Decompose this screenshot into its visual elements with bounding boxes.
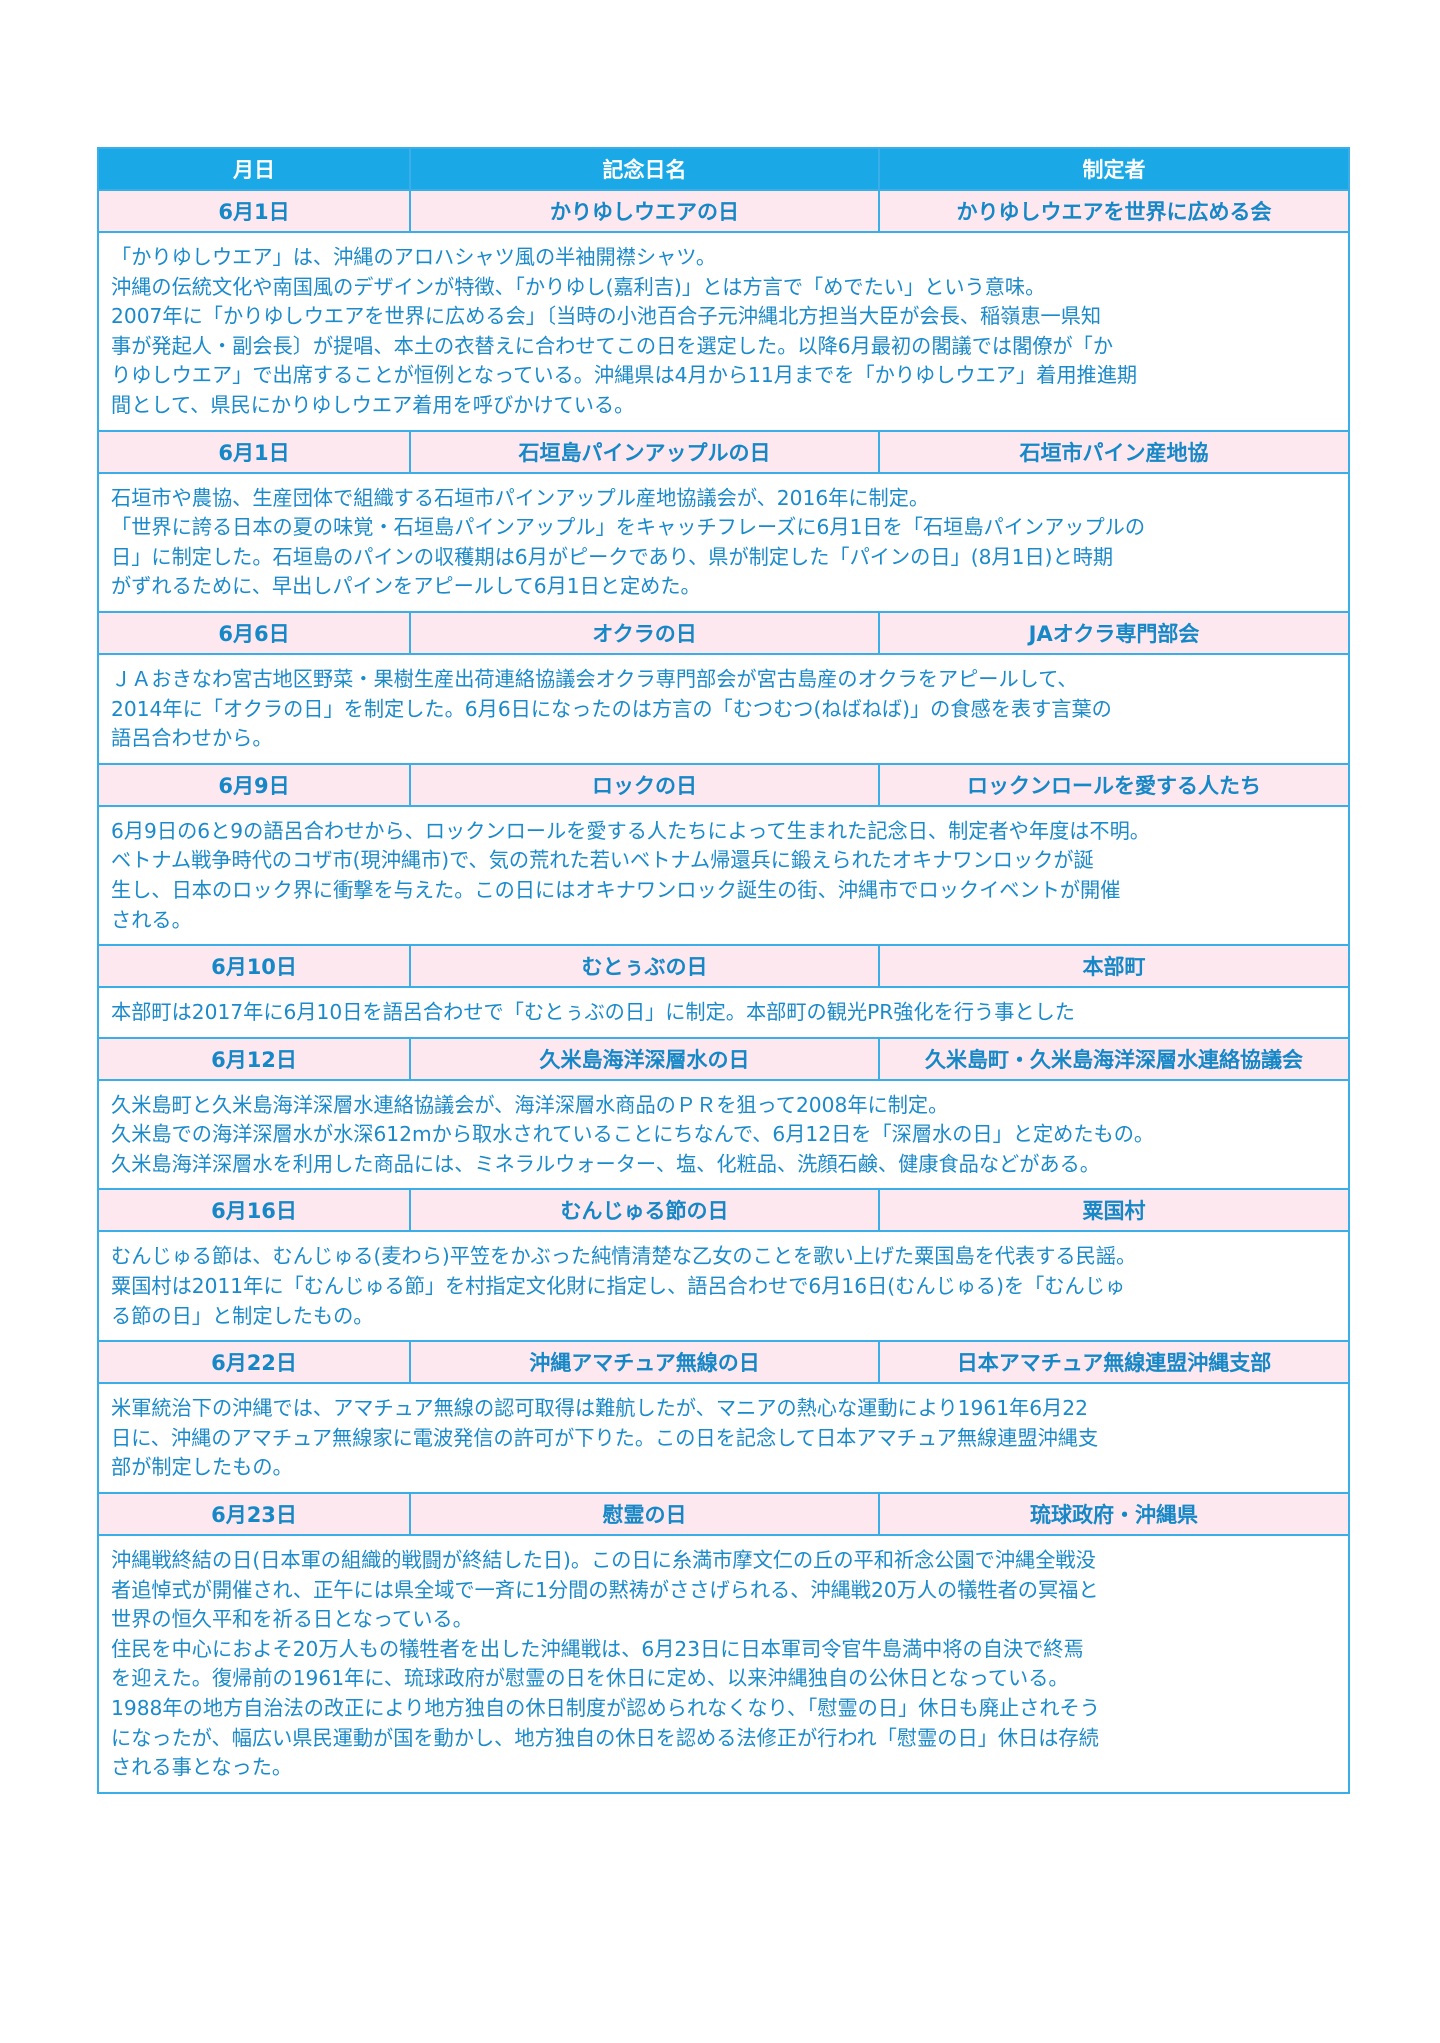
entry-name: オクラの日 bbox=[409, 610, 880, 655]
entry-description-row: 沖縄戦終結の日(日本軍の組織的戦闘が終結した日)。この日に糸満市摩文仁の丘の平和… bbox=[97, 1534, 1350, 1794]
entry-name: むんじゅる節の日 bbox=[409, 1188, 880, 1233]
entry-founder: ロックンロールを愛する人たち bbox=[878, 762, 1350, 807]
description-line: 粟国村は2011年に「むんじゅる節」を村指定文化財に指定し、語呂合わせで6月16… bbox=[111, 1274, 1126, 1299]
entry-name: ロックの日 bbox=[409, 762, 880, 807]
entry-header-row: 6月1日かりゆしウエアの日かりゆしウエアを世界に広める会 bbox=[97, 189, 1350, 233]
description-line: ベトナム戦争時代のコザ市(現沖縄市)で、気の荒れた若いベトナム帰還兵に鍛えられた… bbox=[111, 848, 1094, 873]
description-line: 2014年に「オクラの日」を制定した。6月6日になったのは方言の「むつむつ(ねば… bbox=[111, 696, 1112, 721]
description-line: される。 bbox=[111, 907, 192, 932]
entry-name: 沖縄アマチュア無線の日 bbox=[409, 1340, 880, 1385]
header-founder: 制定者 bbox=[878, 147, 1350, 191]
description-line: になったが、幅広い県民運動が国を動かし、地方独自の休日を認める法修正が行われ「慰… bbox=[111, 1725, 1099, 1750]
description-line: 6月9日の6と9の語呂合わせから、ロックンロールを愛する人たちによって生まれた記… bbox=[111, 818, 1150, 843]
entry-description: 本部町は2017年に6月10日を語呂合わせで「むとぅぶの日」に制定。本部町の観光… bbox=[97, 986, 1350, 1039]
header-name: 記念日名 bbox=[409, 147, 880, 191]
entry-description: 石垣市や農協、生産団体で組織する石垣市パインアップル産地協議会が、2016年に制… bbox=[97, 471, 1350, 613]
entry-header-row: 6月9日ロックの日ロックンロールを愛する人たち bbox=[97, 762, 1350, 807]
entry-description-row: ＪＡおきなわ宮古地区野菜・果樹生産出荷連絡協議会オクラ専門部会が宮古島産のオクラ… bbox=[97, 652, 1350, 765]
description-line: 沖縄戦終結の日(日本軍の組織的戦闘が終結した日)。この日に糸満市摩文仁の丘の平和… bbox=[111, 1548, 1096, 1573]
entry-name: 久米島海洋深層水の日 bbox=[409, 1036, 880, 1081]
entry-name: 慰霊の日 bbox=[409, 1492, 880, 1537]
entry-date: 6月23日 bbox=[97, 1492, 411, 1537]
description-line: を迎えた。復帰前の1961年に、琉球政府が慰霊の日を休日に定め、以来沖縄独自の公… bbox=[111, 1666, 1069, 1691]
entry-description: 久米島町と久米島海洋深層水連絡協議会が、海洋深層水商品のＰＲを狙って2008年に… bbox=[97, 1078, 1350, 1191]
memorial-days-table-wrap: 月日 記念日名 制定者 6月1日かりゆしウエアの日かりゆしウエアを世界に広める会… bbox=[97, 147, 1350, 1794]
entry-description-row: むんじゅる節は、むんじゅる(麦わら)平笠をかぶった純情清楚な乙女のことを歌い上げ… bbox=[97, 1230, 1350, 1343]
entry-founder: JAオクラ専門部会 bbox=[878, 610, 1350, 655]
description-line: むんじゅる節は、むんじゅる(麦わら)平笠をかぶった純情清楚な乙女のことを歌い上げ… bbox=[111, 1244, 1137, 1269]
description-line: 本部町は2017年に6月10日を語呂合わせで「むとぅぶの日」に制定。本部町の観光… bbox=[111, 1000, 1075, 1025]
description-line: 語呂合わせから。 bbox=[111, 726, 273, 751]
entry-description-row: 6月9日の6と9の語呂合わせから、ロックンロールを愛する人たちによって生まれた記… bbox=[97, 804, 1350, 947]
entry-date: 6月16日 bbox=[97, 1188, 411, 1233]
entry-founder: 久米島町・久米島海洋深層水連絡協議会 bbox=[878, 1036, 1350, 1081]
description-line: 「世界に誇る日本の夏の味覚・石垣島パインアップル」をキャッチフレーズに6月1日を… bbox=[111, 515, 1146, 540]
description-line: 久米島での海洋深層水が水深612mから取水されていることにちなんで、6月12日を… bbox=[111, 1122, 1155, 1147]
description-line: りゆしウエア」で出席することが恒例となっている。沖縄県は4月から11月までを「か… bbox=[111, 363, 1138, 388]
entry-founder: 粟国村 bbox=[878, 1188, 1350, 1233]
description-line: 沖縄の伝統文化や南国風のデザインが特徴、「かりゆし(嘉利吉)」とは方言で「めでた… bbox=[111, 274, 1046, 299]
description-line: 日に、沖縄のアマチュア無線家に電波発信の許可が下りた。この日を記念して日本アマチ… bbox=[111, 1425, 1099, 1450]
entry-date: 6月9日 bbox=[97, 762, 411, 807]
entry-header-row: 6月23日慰霊の日琉球政府・沖縄県 bbox=[97, 1492, 1350, 1537]
entry-description: 6月9日の6と9の語呂合わせから、ロックンロールを愛する人たちによって生まれた記… bbox=[97, 804, 1350, 947]
description-line: 久米島海洋深層水を利用した商品には、ミネラルウォーター、塩、化粧品、洗顔石鹸、健… bbox=[111, 1151, 1100, 1176]
description-line: 者追悼式が開催され、正午には県全域で一斉に1分間の黙祷がささげられる、沖縄戦20… bbox=[111, 1577, 1099, 1602]
description-line: される事となった。 bbox=[111, 1755, 293, 1780]
entry-description-row: 久米島町と久米島海洋深層水連絡協議会が、海洋深層水商品のＰＲを狙って2008年に… bbox=[97, 1078, 1350, 1191]
description-line: 「かりゆしウエア」は、沖縄のアロハシャツ風の半袖開襟シャツ。 bbox=[111, 245, 717, 269]
entry-description-row: 石垣市や農協、生産団体で組織する石垣市パインアップル産地協議会が、2016年に制… bbox=[97, 471, 1350, 613]
entry-header-row: 6月1日石垣島パインアップルの日石垣市パイン産地協 bbox=[97, 429, 1350, 474]
entry-description-row: 「かりゆしウエア」は、沖縄のアロハシャツ風の半袖開襟シャツ。沖縄の伝統文化や南国… bbox=[97, 231, 1350, 432]
entry-description: ＪＡおきなわ宮古地区野菜・果樹生産出荷連絡協議会オクラ専門部会が宮古島産のオクラ… bbox=[97, 652, 1350, 765]
entry-founder: 本部町 bbox=[878, 944, 1350, 989]
table-body: 6月1日かりゆしウエアの日かりゆしウエアを世界に広める会「かりゆしウエア」は、沖… bbox=[97, 189, 1350, 1794]
description-line: る節の日」と制定したもの。 bbox=[111, 1303, 374, 1328]
entry-date: 6月22日 bbox=[97, 1340, 411, 1385]
entry-founder: 石垣市パイン産地協 bbox=[878, 429, 1350, 474]
description-line: 1988年の地方自治法の改正により地方独自の休日制度が認められなくなり、「慰霊の… bbox=[111, 1696, 1100, 1720]
entry-description: 米軍統治下の沖縄では、アマチュア無線の認可取得は難航したが、マニアの熱心な運動に… bbox=[97, 1382, 1350, 1495]
entry-header-row: 6月16日むんじゅる節の日粟国村 bbox=[97, 1188, 1350, 1233]
description-line: 2007年に「かりゆしウエアを世界に広める会」〔当時の小池百合子元沖縄北方担当大… bbox=[111, 304, 1102, 329]
entry-description-row: 本部町は2017年に6月10日を語呂合わせで「むとぅぶの日」に制定。本部町の観光… bbox=[97, 986, 1350, 1039]
entry-founder: 日本アマチュア無線連盟沖縄支部 bbox=[878, 1340, 1350, 1385]
description-line: 世界の恒久平和を祈る日となっている。 bbox=[111, 1607, 473, 1632]
description-line: 事が発起人・副会長〕が提唱、本土の衣替えに合わせてこの日を選定した。以降6月最初… bbox=[111, 333, 1114, 358]
entry-header-row: 6月22日沖縄アマチュア無線の日日本アマチュア無線連盟沖縄支部 bbox=[97, 1340, 1350, 1385]
description-line: ＪＡおきなわ宮古地区野菜・果樹生産出荷連絡協議会オクラ専門部会が宮古島産のオクラ… bbox=[111, 666, 1078, 691]
description-line: 石垣市や農協、生産団体で組織する石垣市パインアップル産地協議会が、2016年に制… bbox=[111, 485, 930, 510]
description-line: がずれるために、早出しパインをアピールして6月1日と定めた。 bbox=[111, 574, 701, 599]
entry-header-row: 6月12日久米島海洋深層水の日久米島町・久米島海洋深層水連絡協議会 bbox=[97, 1036, 1350, 1081]
entry-name: むとぅぶの日 bbox=[409, 944, 880, 989]
description-line: 生し、日本のロック界に衝撃を与えた。この日にはオキナワンロック誕生の街、沖縄市で… bbox=[111, 877, 1121, 902]
entry-description: 「かりゆしウエア」は、沖縄のアロハシャツ風の半袖開襟シャツ。沖縄の伝統文化や南国… bbox=[97, 231, 1350, 432]
memorial-days-table: 月日 記念日名 制定者 6月1日かりゆしウエアの日かりゆしウエアを世界に広める会… bbox=[97, 147, 1350, 1794]
entry-date: 6月6日 bbox=[97, 610, 411, 655]
entry-date: 6月1日 bbox=[97, 429, 411, 474]
entry-description-row: 米軍統治下の沖縄では、アマチュア無線の認可取得は難航したが、マニアの熱心な運動に… bbox=[97, 1382, 1350, 1495]
entry-name: かりゆしウエアの日 bbox=[409, 189, 880, 233]
entry-name: 石垣島パインアップルの日 bbox=[409, 429, 880, 474]
entry-founder: かりゆしウエアを世界に広める会 bbox=[878, 189, 1350, 233]
table-header-row: 月日 記念日名 制定者 bbox=[97, 147, 1350, 191]
entry-description: 沖縄戦終結の日(日本軍の組織的戦闘が終結した日)。この日に糸満市摩文仁の丘の平和… bbox=[97, 1534, 1350, 1794]
entry-date: 6月1日 bbox=[97, 189, 411, 233]
description-line: 日」に制定した。石垣島のパインの収穫期は6月がピークであり、県が制定した「パイン… bbox=[111, 544, 1114, 569]
entry-date: 6月12日 bbox=[97, 1036, 411, 1081]
description-line: 部が制定したもの。 bbox=[111, 1455, 293, 1480]
entry-header-row: 6月10日むとぅぶの日本部町 bbox=[97, 944, 1350, 989]
entry-founder: 琉球政府・沖縄県 bbox=[878, 1492, 1350, 1537]
description-line: 久米島町と久米島海洋深層水連絡協議会が、海洋深層水商品のＰＲを狙って2008年に… bbox=[111, 1092, 949, 1117]
entry-date: 6月10日 bbox=[97, 944, 411, 989]
entry-description: むんじゅる節は、むんじゅる(麦わら)平笠をかぶった純情清楚な乙女のことを歌い上げ… bbox=[97, 1230, 1350, 1343]
description-line: 間として、県民にかりゆしウエア着用を呼びかけている。 bbox=[111, 392, 635, 417]
description-line: 米軍統治下の沖縄では、アマチュア無線の認可取得は難航したが、マニアの熱心な運動に… bbox=[111, 1396, 1088, 1421]
description-line: 住民を中心におよそ20万人もの犠牲者を出した沖縄戦は、6月23日に日本軍司令官牛… bbox=[111, 1636, 1084, 1661]
header-date: 月日 bbox=[97, 147, 411, 191]
